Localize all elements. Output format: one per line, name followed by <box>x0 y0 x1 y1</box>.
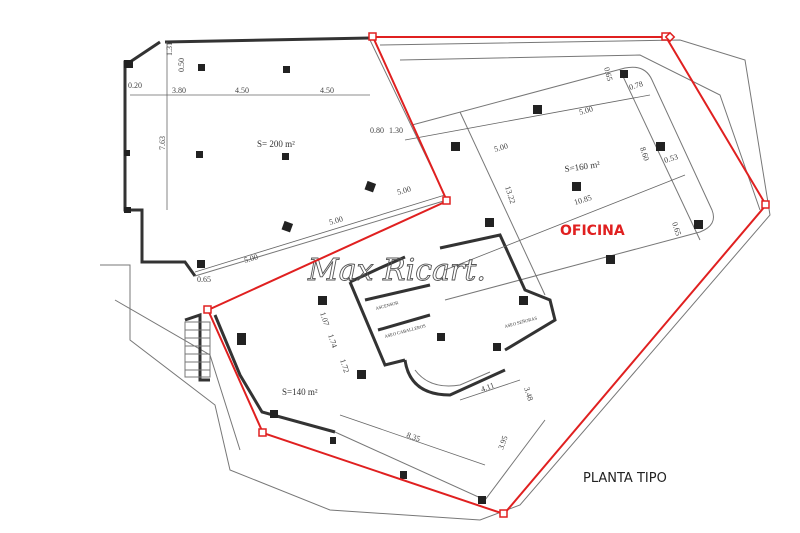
dim-label: 0.50 <box>177 58 186 72</box>
dim-label: 5.00 <box>243 252 259 265</box>
dim-label: 1.74 <box>326 333 339 349</box>
columns <box>124 60 703 504</box>
dim-label: 1.31 <box>165 42 174 56</box>
dim-label: 4.50 <box>235 86 249 95</box>
dim-label: 5.00 <box>578 104 594 117</box>
room-label-aseo-senoras: ASEO SEÑORAS <box>504 315 538 329</box>
dim-label: 13.22 <box>503 185 517 205</box>
area-label-140: S=140 m² <box>282 387 318 397</box>
room-label-ascensor: ASCENSOR <box>375 300 399 311</box>
dim-label: 0.20 <box>128 81 142 90</box>
dim-label: 1.30 <box>389 126 403 135</box>
core-walls <box>184 233 557 397</box>
dim-label: 0.78 <box>628 79 644 92</box>
dim-label: 3.48 <box>522 386 535 402</box>
dimension-labels: 1.31 0.50 0.20 3.80 4.50 4.50 7.63 0.80 … <box>128 42 683 451</box>
dim-label: 4.11 <box>480 381 496 394</box>
area-label-160: S=160 m² <box>564 159 601 174</box>
dim-label: 8.60 <box>638 146 651 162</box>
dim-label: 0.65 <box>602 66 614 82</box>
dim-label: 0.80 <box>370 126 384 135</box>
dim-label: 10.85 <box>573 193 593 207</box>
dim-label: 5.00 <box>328 214 344 227</box>
dim-label: 3.80 <box>172 86 186 95</box>
dim-label: 5.00 <box>493 141 509 154</box>
dim-label: 7.63 <box>158 136 167 150</box>
area-label-200: S= 200 m² <box>257 139 295 149</box>
dim-label: 1.07 <box>318 311 331 327</box>
dim-label: 5.00 <box>396 184 412 197</box>
dim-label: 4.50 <box>320 86 334 95</box>
stairs <box>184 321 211 378</box>
dim-label: 0.53 <box>663 152 679 165</box>
oficina-label: OFICINA <box>560 223 625 239</box>
dim-label: 3.95 <box>496 434 509 450</box>
dimension-lines <box>130 42 686 466</box>
dim-label: 8.35 <box>405 430 421 443</box>
dim-label: 1.72 <box>338 358 351 374</box>
oficina-highlight-polygon[interactable] <box>203 31 770 518</box>
dim-label: 0.65 <box>670 221 683 237</box>
plan-title: PLANTA TIPO <box>583 471 667 486</box>
dim-label: 0.65 <box>197 275 211 284</box>
watermark-logo: Max Ricart. <box>307 253 486 288</box>
